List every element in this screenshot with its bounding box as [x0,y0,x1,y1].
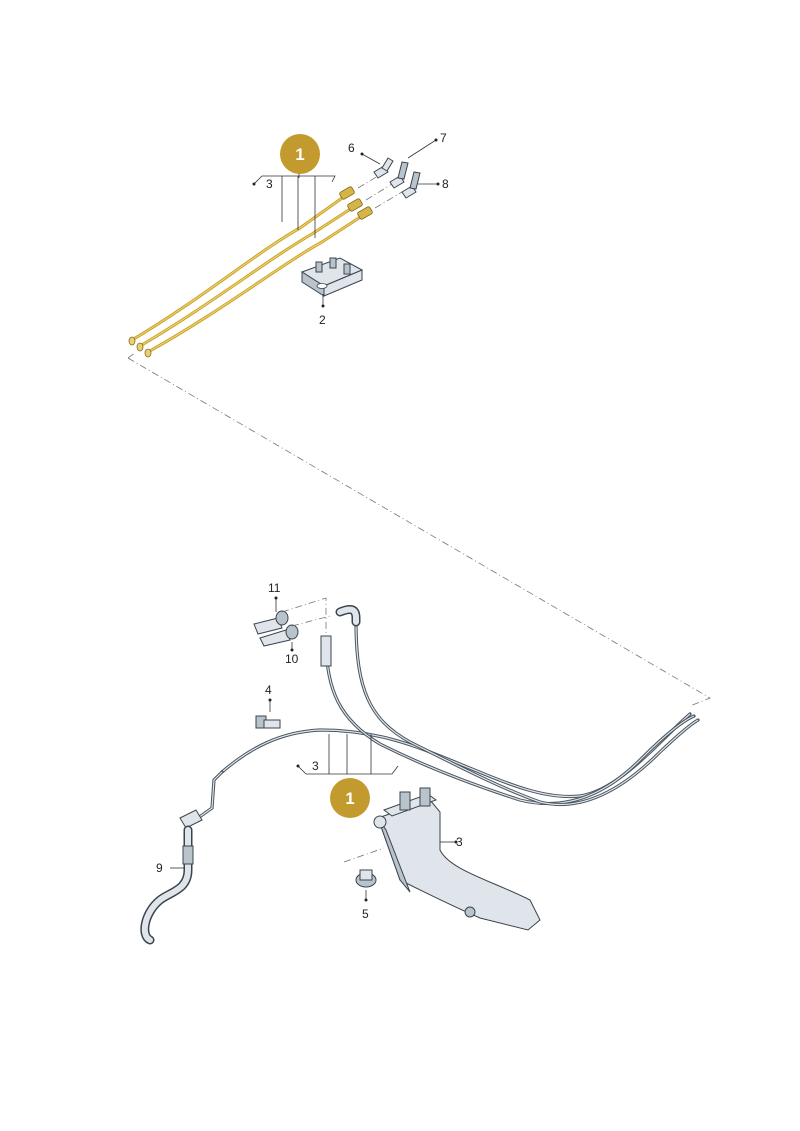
fitting-6[interactable] [373,157,394,179]
pipe-elbow-top[interactable] [335,605,361,627]
callout-6: 6 [348,141,355,155]
callout-3-bottom: 3 [312,759,319,773]
callout-11: 11 [268,581,281,595]
callout-2: 2 [319,313,326,327]
top-pipe-assembly: 3 1 6 7 8 2 [128,131,449,358]
heat-shield-3[interactable] [373,787,541,931]
callout-9: 9 [156,861,163,875]
brake-pipe-left[interactable] [196,770,224,820]
assembly-link-line [127,351,711,707]
callout-3-right: 3 [456,835,463,849]
fitting-11[interactable] [253,610,289,635]
badge-1-bottom[interactable]: 1 [330,778,370,818]
svg-text:1: 1 [295,145,304,164]
clip-5[interactable] [355,869,377,888]
bolt-4[interactable] [255,715,281,729]
callout-4: 4 [265,683,272,697]
svg-text:1: 1 [345,789,354,808]
callout-3-top: 3 [266,177,273,191]
callout-8: 8 [442,177,449,191]
brake-hose-9[interactable] [140,809,203,945]
pipe-end-fitting-a[interactable] [320,635,332,667]
callout-5: 5 [362,907,369,921]
pipe-clip-bracket[interactable] [300,257,364,297]
badge-1-top[interactable]: 1 [280,134,320,174]
callout-10: 10 [285,652,299,666]
fitting-10[interactable] [259,624,299,647]
brake-pipe-main-c[interactable] [354,620,700,807]
fitting-7[interactable] [389,161,409,189]
callout-7: 7 [440,131,447,145]
fitting-8[interactable] [401,171,421,199]
bottom-pipe-assembly: 4 3 5 3 1 [140,581,700,945]
